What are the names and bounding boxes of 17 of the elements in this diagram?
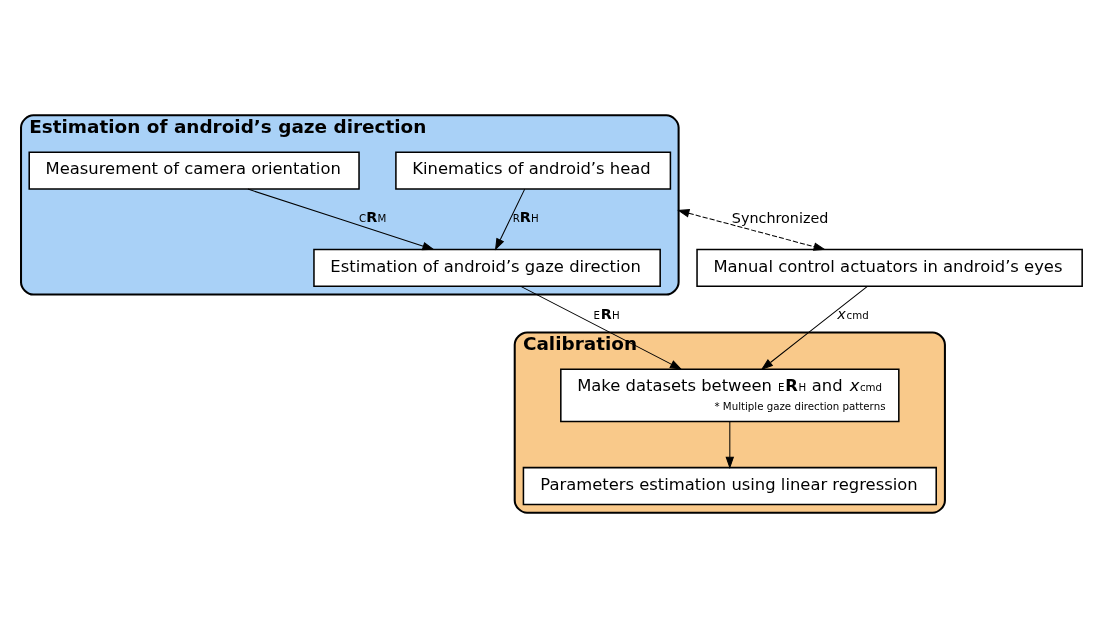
node-box: Make datasets between ERH and xcmd * Multiple gaze direction patterns <box>560 368 900 423</box>
edge-label: ERH <box>593 306 620 323</box>
edge-label: RRH <box>512 209 539 226</box>
arrow <box>520 285 683 370</box>
node-box: Kinematics of android’s head <box>395 151 672 190</box>
edge-label: CRM <box>359 209 387 226</box>
edge-label: xcmd <box>837 306 869 323</box>
arrow <box>247 188 435 251</box>
node-box: Estimation of android’s gaze direction <box>313 248 661 288</box>
arrow <box>760 285 868 371</box>
node-box: Measurement of camera orientation <box>28 151 360 190</box>
node-box: Manual control actuators in android’s eyes <box>696 248 1083 288</box>
arrow <box>677 209 826 251</box>
node-box: Parameters estimation using linear regression <box>522 466 937 506</box>
edge-label: Synchronized <box>731 210 829 227</box>
arrow <box>725 421 735 469</box>
arrow <box>494 188 526 251</box>
